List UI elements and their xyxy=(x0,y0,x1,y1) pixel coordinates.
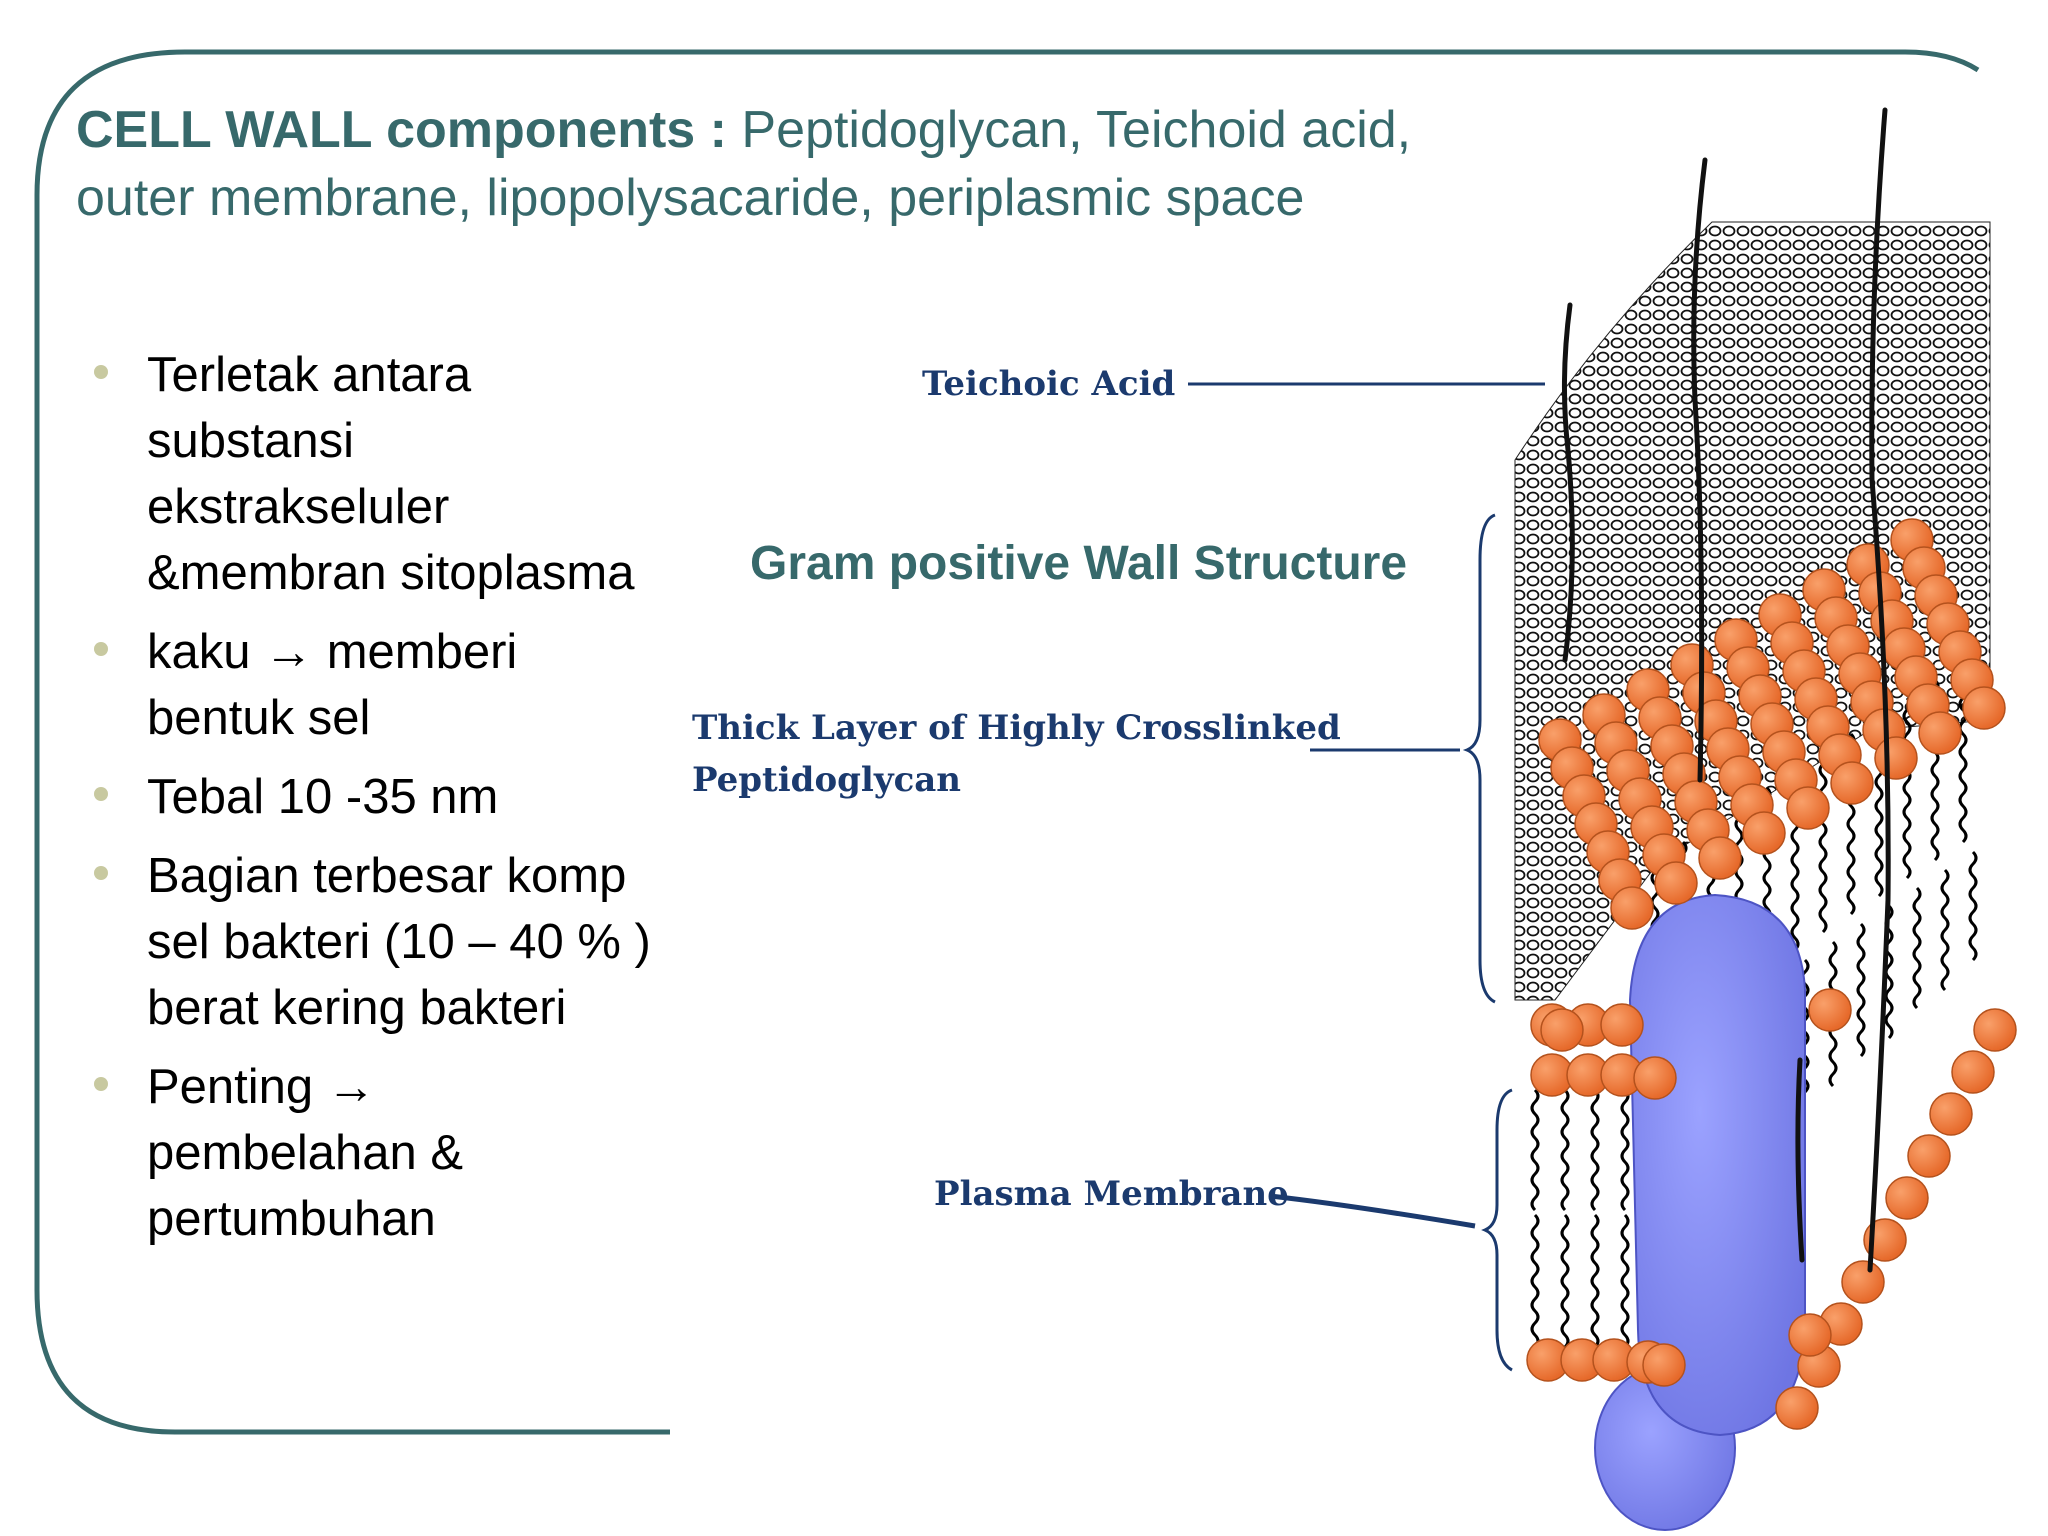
phospholipid-head xyxy=(1885,1176,1929,1220)
phospholipid-head xyxy=(1973,1008,2017,1052)
bullet-item: Bagian terbesar komp sel bakteri (10 – 4… xyxy=(92,843,652,1041)
lipid-tail xyxy=(1856,922,1866,1058)
bullet-item: kaku → memberi bentuk sel xyxy=(92,619,652,751)
bullet-item: Tebal 10 -35 nm xyxy=(92,764,652,830)
phospholipid-head xyxy=(1951,1050,1995,1094)
lipid-tail xyxy=(1530,1088,1540,1212)
phospholipid-head xyxy=(1830,761,1874,805)
peptidoglycan-layer xyxy=(1514,221,1991,1001)
membrane-protein xyxy=(1594,893,1806,1531)
phospholipid-head xyxy=(1654,861,1698,905)
lipid-tail xyxy=(1590,1213,1600,1349)
bullet-item: Penting → pembelahan & pertumbuhan xyxy=(92,1054,652,1252)
lipid-tail xyxy=(1818,750,1828,934)
phospholipid-head xyxy=(1929,1092,1973,1136)
diagram-heading: Gram positive Wall Structure xyxy=(750,537,1408,590)
teichoic-acid-strands xyxy=(1561,107,1891,1273)
lipid-tail xyxy=(1560,1213,1570,1349)
lipid-tail xyxy=(1968,850,1978,962)
phospholipid-head xyxy=(1907,1134,1951,1178)
bullet-dot-icon xyxy=(94,866,108,880)
phospholipid-head xyxy=(1642,1343,1686,1387)
phospholipid-head xyxy=(1698,836,1742,880)
phospholipid-head xyxy=(1918,711,1962,755)
title-rest: Peptidoglycan, Teichoid acid, xyxy=(741,101,1412,159)
title-bold: CELL WALL components : xyxy=(76,101,727,159)
lipid-tail xyxy=(1620,1213,1630,1349)
bullet-text: Terletak antara substansi ekstrakseluler… xyxy=(147,348,635,600)
lipid-tail xyxy=(1590,1088,1600,1212)
bullet-dot-icon xyxy=(94,1077,108,1091)
lipid-tail xyxy=(1620,1088,1630,1212)
phospholipid-head xyxy=(1775,1386,1819,1430)
phospholipid-heads xyxy=(1526,518,2017,1430)
bullet-dot-icon xyxy=(94,787,108,801)
lipid-tail xyxy=(1530,1213,1540,1349)
bullet-list: Terletak antara substansi ekstrakseluler… xyxy=(92,342,652,1265)
phospholipid-head xyxy=(1633,1056,1677,1100)
bullet-dot-icon xyxy=(94,365,108,379)
phospholipid-head xyxy=(1808,988,1852,1032)
bullet-text: Penting → pembelahan & pertumbuhan xyxy=(147,1060,464,1246)
lipid-tail xyxy=(1912,886,1922,1010)
label-teichoic-acid: Teichoic Acid xyxy=(922,364,1176,404)
lipid-tail xyxy=(1940,868,1950,992)
phospholipid-head xyxy=(1841,1260,1885,1304)
bullet-item: Terletak antara substansi ekstrakseluler… xyxy=(92,342,652,606)
wall-brace xyxy=(1462,513,1496,1004)
bullet-text: kaku → memberi bentuk sel xyxy=(147,625,518,745)
phospholipid-head xyxy=(1786,786,1830,830)
label-plasma-membrane: Plasma Membrane xyxy=(934,1174,1289,1214)
phospholipid-head xyxy=(1600,1003,1644,1047)
title-line2: outer membrane, lipopolysacaride, peripl… xyxy=(76,169,1305,227)
bullet-text: Tebal 10 -35 nm xyxy=(147,770,499,824)
label-peptidoglycan-line2: Peptidoglycan xyxy=(692,760,962,800)
phospholipid-head xyxy=(1742,811,1786,855)
bullet-dot-icon xyxy=(94,642,108,656)
phospholipid-head xyxy=(1540,1008,1584,1052)
phospholipid-head xyxy=(1610,886,1654,930)
phospholipid-head xyxy=(1788,1313,1832,1357)
slide-title: CELL WALL components : Peptidoglycan, Te… xyxy=(76,96,1636,232)
membrane-brace xyxy=(1481,1088,1513,1372)
phospholipid-head xyxy=(1962,686,2006,730)
lipid-tail xyxy=(1560,1088,1570,1212)
label-peptidoglycan-line1: Thick Layer of Highly Crosslinked xyxy=(692,708,1341,748)
lipid-tail xyxy=(1902,696,1912,880)
membrane-leader-line xyxy=(1269,1193,1476,1229)
phospholipid-head xyxy=(1874,736,1918,780)
bullet-text: Bagian terbesar komp sel bakteri (10 – 4… xyxy=(147,849,651,1035)
